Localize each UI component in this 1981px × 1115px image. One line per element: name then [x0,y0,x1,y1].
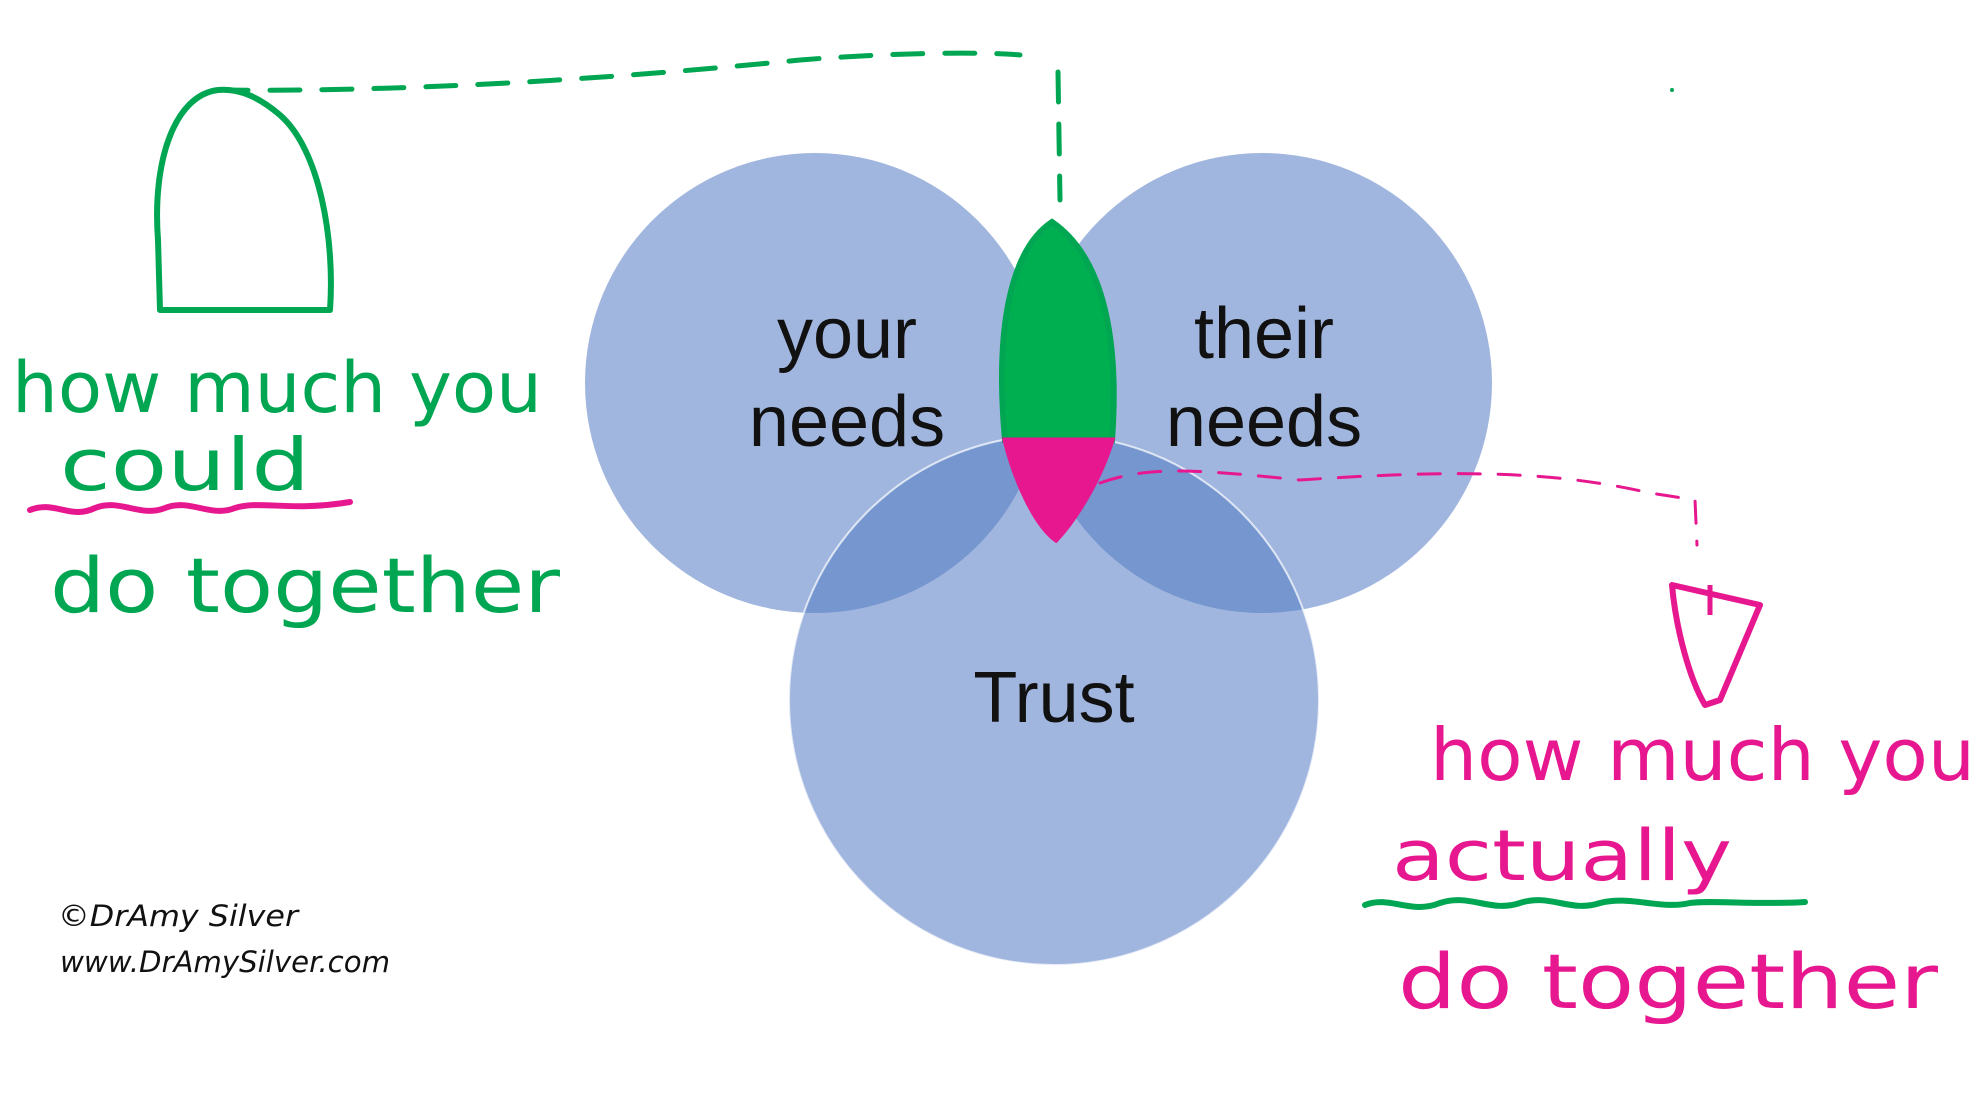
green-note-line3: do together [50,541,561,630]
green-capacity-shape [154,86,334,313]
pink-note-green-underline [1362,897,1808,910]
pink-note-line1: how much you [1430,713,1975,797]
credit-website: www.DrAmySilver.com [60,945,390,979]
label-your: your [777,294,917,374]
label-their-needs: needs [1166,382,1362,462]
overlap-left-trust [789,435,1045,613]
pink-note-line2: actually [1392,815,1732,897]
overlap-right-trust [1032,435,1319,613]
green-dashed-connector [215,50,1063,203]
label-your-needs: needs [749,382,945,462]
pink-note-line3: do together [1398,937,1939,1026]
pink-actual-shape [1669,582,1763,708]
green-note-line1: how much you [12,347,542,429]
credit-copyright: ©DrAmy Silver [58,899,300,933]
pink-lens-area [1001,437,1116,544]
stray-dot [1670,88,1674,92]
pink-dashed-connector [1098,469,1699,547]
label-their: their [1194,294,1334,374]
green-note-line2: could [60,423,310,507]
green-note-pink-underline [27,499,353,515]
label-trust: Trust [973,658,1134,738]
